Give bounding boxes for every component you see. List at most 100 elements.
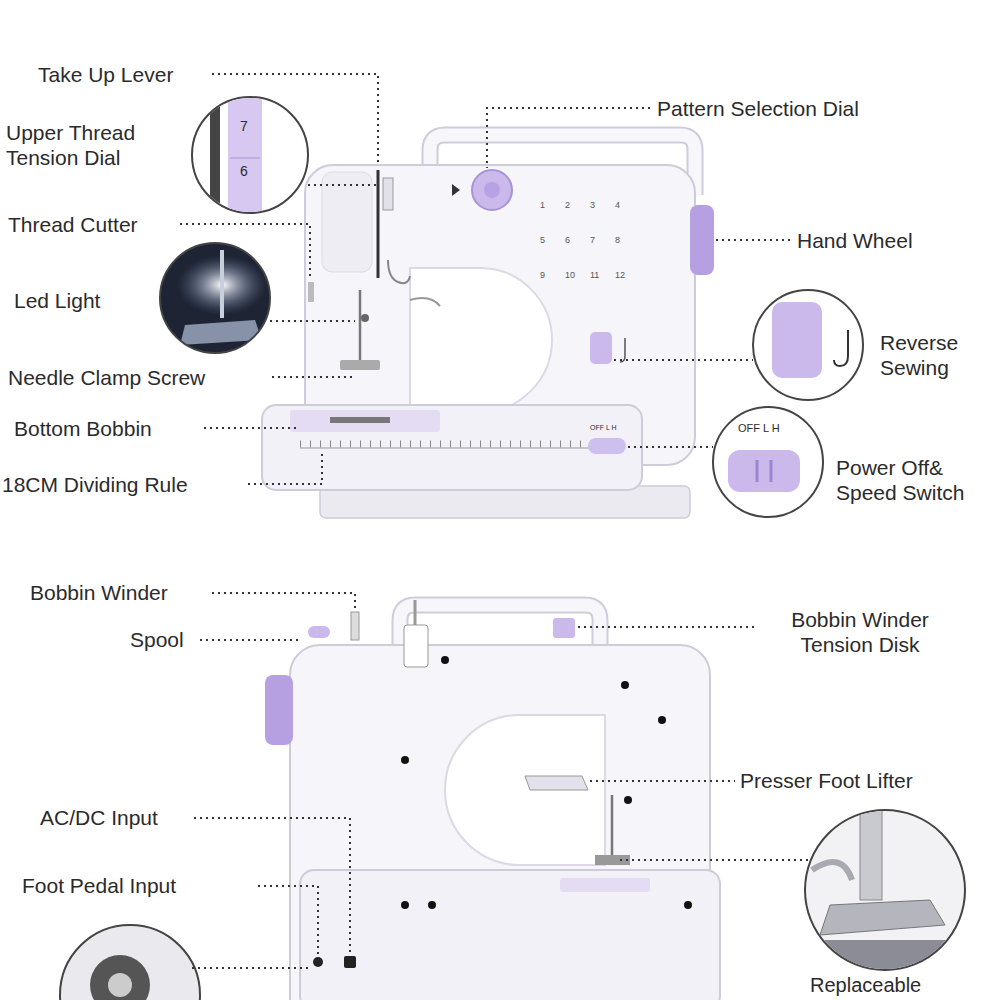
part-label: Replaceable (810, 973, 921, 997)
switch-grip (770, 460, 773, 482)
needle-clamp-screw (361, 314, 369, 322)
part-label: Pattern Selection Dial (657, 96, 859, 121)
zoom-presser-foot (805, 810, 965, 970)
screw (684, 901, 692, 909)
leader-line (614, 359, 753, 361)
leader-line (200, 639, 302, 641)
handle (400, 605, 600, 650)
leader-line (628, 446, 713, 448)
leader-line (487, 108, 650, 168)
part-label: Power Off& Speed Switch (836, 455, 998, 505)
dial-number: 7 (240, 118, 248, 135)
reverse-symbol (620, 338, 625, 362)
arm-opening (445, 715, 605, 865)
pattern-number: 1 (540, 200, 545, 211)
sewing-bed (300, 870, 720, 1000)
leader-line (620, 859, 808, 861)
leader-line (272, 376, 355, 378)
part-label: Needle Clamp Screw (8, 365, 205, 390)
pattern-number: 10 (565, 270, 575, 281)
needle (220, 250, 224, 318)
hand-wheel (265, 675, 293, 745)
arm-opening (410, 268, 552, 412)
sewing-machine-back (265, 600, 720, 1000)
leader-line (590, 780, 735, 782)
zoom-circle (60, 925, 200, 1000)
leader-line (212, 593, 355, 610)
dc-socket (344, 956, 356, 968)
screw (401, 901, 409, 909)
zoom-power-switch (713, 407, 823, 517)
bobbin (90, 955, 150, 1000)
screw (621, 681, 629, 689)
needle-bar (359, 290, 362, 360)
leader-line (308, 184, 376, 186)
hand (812, 862, 852, 880)
leader-lines (180, 74, 790, 484)
presser-foot (180, 320, 262, 345)
head-panel (322, 172, 372, 272)
pattern-number: 5 (540, 235, 545, 246)
dial-number: 6 (240, 163, 248, 180)
bobbin-plate (290, 410, 440, 432)
feed-plate (820, 940, 960, 970)
bobbin-winder-shaft (351, 612, 359, 640)
pattern-number: 2 (565, 200, 570, 211)
pattern-number: 8 (615, 235, 620, 246)
leader-line (192, 967, 312, 969)
thread-cutter (308, 282, 314, 302)
pattern-number: 7 (590, 235, 595, 246)
part-label: Take Up Lever (38, 62, 173, 87)
dial-line (230, 158, 260, 159)
power-switch (588, 438, 626, 454)
part-label: Bottom Bobbin (14, 416, 152, 441)
tension-dial-strip (228, 95, 262, 215)
presser-bar (860, 810, 882, 900)
part-label: Bobbin Winder (30, 580, 168, 605)
thread-guide (388, 260, 410, 283)
pattern-number: 12 (615, 270, 625, 281)
sewing-bed (262, 405, 642, 490)
part-label: Hand Wheel (797, 228, 913, 253)
part-label: Thread Cutter (8, 212, 138, 237)
spool (404, 625, 428, 667)
switch (728, 450, 800, 492)
screw (401, 756, 409, 764)
switch-text: OFF L H (590, 424, 617, 432)
zoom-circle (160, 243, 270, 353)
pattern-number: 11 (590, 270, 599, 281)
leader-line (212, 74, 378, 165)
presser-foot-lifter (525, 776, 588, 790)
zoom-circle (713, 407, 823, 517)
leader-line (204, 427, 298, 429)
reverse-button (590, 332, 612, 364)
part-label: Reverse Sewing (880, 330, 985, 380)
needle-bar (611, 795, 614, 858)
leader-line (180, 224, 310, 280)
reverse-symbol (834, 330, 848, 366)
ruler-ticks (300, 441, 590, 448)
zoom-circle (753, 290, 863, 400)
handle (400, 605, 600, 650)
leader-lines (192, 593, 808, 968)
leader-line (248, 452, 322, 484)
leader-line (258, 886, 318, 955)
zoom-tension-dial (192, 95, 308, 215)
zoom-led-light (160, 243, 270, 353)
dial-pointer (452, 184, 460, 196)
pattern-number: 3 (590, 200, 595, 211)
presser-lever (410, 298, 440, 306)
leader-line (578, 626, 755, 628)
thread-slot (377, 170, 380, 278)
bobbin-winder (308, 626, 330, 638)
part-label: AC/DC Input (40, 805, 158, 830)
presser-foot (340, 360, 380, 370)
part-label: Bobbin Winder Tension Disk (760, 607, 960, 657)
switch-grip (756, 460, 759, 482)
reverse-button (772, 302, 822, 378)
bobbin-core (108, 973, 132, 997)
part-label: Presser Foot Lifter (740, 768, 913, 793)
switch-text: OFF L H (738, 422, 780, 435)
screw (624, 796, 632, 804)
